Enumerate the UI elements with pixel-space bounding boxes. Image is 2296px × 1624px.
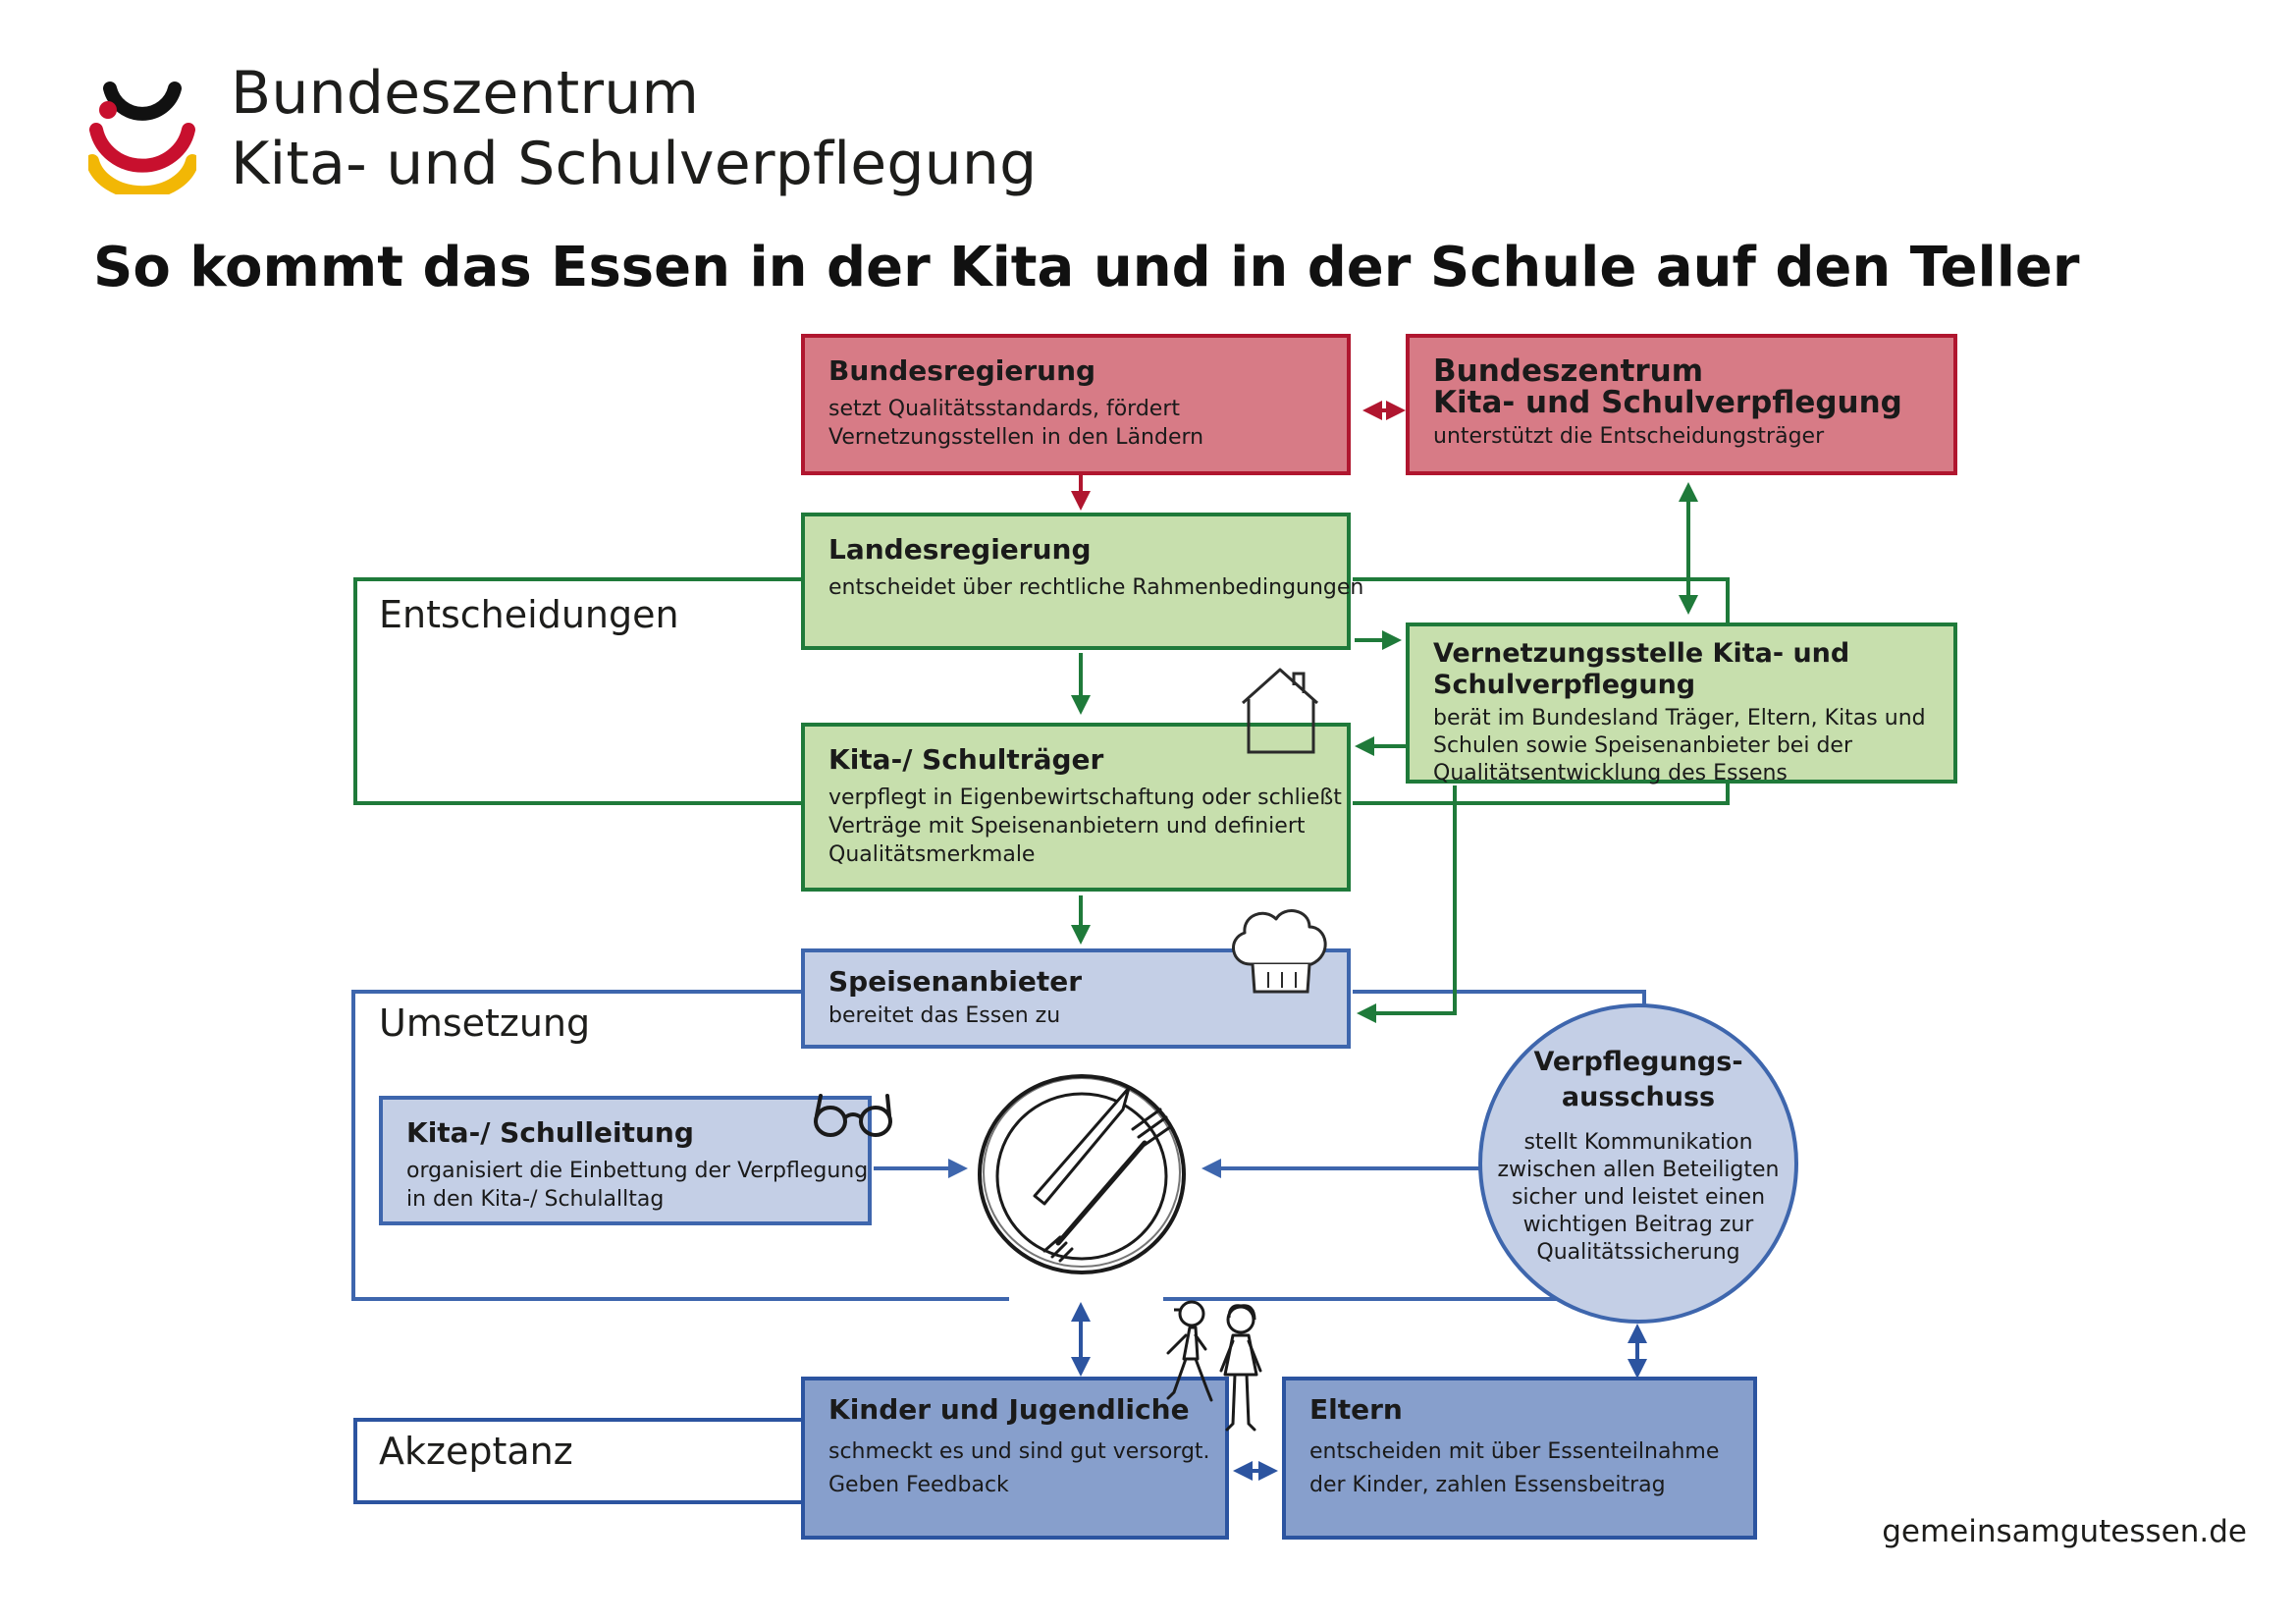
desc-line: sicher und leistet einen bbox=[1511, 1185, 1766, 1210]
box-schultraeger-title: Kita-/ Schulträger bbox=[828, 743, 1104, 776]
box-eltern-desc: entscheiden mit über Essenteilnahme der … bbox=[1309, 1435, 1730, 1502]
footer-url: gemeinsamgutessen.de bbox=[1882, 1514, 2247, 1549]
box-schultraeger: Kita-/ Schulträger verpflegt in Eigenbew… bbox=[801, 723, 1351, 892]
desc-line: Qualitätsmerkmale bbox=[828, 842, 1036, 867]
acceptance-frame bbox=[353, 1418, 803, 1504]
circle-desc: stellt Kommunikation zwischen allen Bete… bbox=[1482, 1129, 1794, 1267]
box-eltern: Eltern entscheiden mit über Essenteilnah… bbox=[1282, 1377, 1757, 1540]
section-label-acceptance: Akzeptanz bbox=[379, 1430, 573, 1473]
circle-title-2: ausschuss bbox=[1561, 1082, 1716, 1112]
box-landesregierung-desc: entscheidet über rechtliche Rahmenbeding… bbox=[828, 575, 1364, 600]
desc-line: zwischen allen Beteiligten bbox=[1497, 1158, 1780, 1182]
box-speisenanbieter-title: Speisenanbieter bbox=[828, 965, 1083, 998]
box-kinder-desc: schmeckt es und sind gut versorgt. Geben… bbox=[828, 1435, 1210, 1502]
circle-verpflegungsausschuss: Verpflegungs- ausschuss stellt Kommunika… bbox=[1478, 1003, 1798, 1324]
box-eltern-title: Eltern bbox=[1309, 1393, 1403, 1426]
desc-line: entscheiden mit über Essenteilnahme bbox=[1309, 1439, 1720, 1464]
box-kinder-jugendliche: Kinder und Jugendliche schmeckt es und s… bbox=[801, 1377, 1229, 1540]
circle-title-1: Verpflegungs- bbox=[1533, 1047, 1743, 1077]
box-schulleitung: Kita-/ Schulleitung organisiert die Einb… bbox=[379, 1096, 872, 1225]
box-vernetzungsstelle: Vernetzungsstelle Kita- und Schulverpfle… bbox=[1406, 623, 1957, 787]
box-schulleitung-desc: organisiert die Einbettung der Verpflegu… bbox=[406, 1157, 869, 1214]
desc-line: in den Kita-/ Schulalltag bbox=[406, 1187, 665, 1212]
desc-line: Schulen sowie Speisenanbieter bei der bbox=[1433, 733, 1852, 758]
plate-cutlery-icon bbox=[978, 1074, 1186, 1274]
desc-line: schmeckt es und sind gut versorgt. bbox=[828, 1439, 1210, 1464]
box-landesregierung: Landesregierung entscheidet über rechtli… bbox=[801, 513, 1364, 650]
box-speisenanbieter-desc: bereitet das Essen zu bbox=[828, 1003, 1061, 1028]
box-bundesregierung-desc: setzt Qualitätsstandards, fördert Vernet… bbox=[828, 395, 1323, 452]
desc-line: Verträge mit Speisenanbietern und defini… bbox=[828, 814, 1306, 839]
section-label-decisions: Entscheidungen bbox=[379, 593, 679, 636]
children-icon bbox=[1166, 1300, 1262, 1432]
desc-line: der Kinder, zahlen Essensbeitrag bbox=[1309, 1473, 1666, 1497]
desc-line: setzt Qualitätsstandards, fördert bbox=[828, 397, 1181, 421]
desc-line: stellt Kommunikation bbox=[1523, 1130, 1753, 1155]
box-vernetzungsstelle-desc: berät im Bundesland Träger, Eltern, Kita… bbox=[1433, 705, 1930, 787]
box-landesregierung-title: Landesregierung bbox=[828, 533, 1092, 566]
logo-mark bbox=[88, 81, 196, 194]
arrow-vernetzung-to-speisen bbox=[1357, 785, 1457, 1023]
desc-line: verpflegt in Eigenbewirtschaftung oder s… bbox=[828, 785, 1342, 810]
page-title: So kommt das Essen in der Kita und in de… bbox=[93, 236, 2080, 299]
decisions-frame bbox=[353, 577, 803, 805]
box-schulleitung-title: Kita-/ Schulleitung bbox=[406, 1116, 694, 1149]
box-speisenanbieter: Speisenanbieter bereitet das Essen zu bbox=[801, 948, 1351, 1049]
box-vernetzungsstelle-title-1: Vernetzungsstelle Kita- und bbox=[1433, 638, 1850, 669]
implementation-frame bbox=[351, 990, 1009, 1301]
desc-line: Vernetzungsstellen in den Ländern bbox=[828, 425, 1204, 450]
section-label-implementation: Umsetzung bbox=[379, 1001, 591, 1045]
glasses-icon bbox=[814, 1094, 892, 1137]
box-bundesregierung-title: Bundesregierung bbox=[828, 354, 1096, 387]
desc-line: Qualitätsentwicklung des Essens bbox=[1433, 761, 1788, 785]
house-icon bbox=[1241, 668, 1319, 754]
desc-line: berät im Bundesland Träger, Eltern, Kita… bbox=[1433, 706, 1926, 731]
brand-name-line1: Bundeszentrum bbox=[231, 59, 700, 128]
box-bundeszentrum-title-1: Bundeszentrum bbox=[1433, 353, 1704, 389]
box-bundeszentrum-desc: unterstützt die Entscheidungsträger bbox=[1433, 424, 1825, 449]
desc-line: wichtigen Beitrag zur bbox=[1522, 1213, 1754, 1237]
box-schultraeger-desc: verpflegt in Eigenbewirtschaftung oder s… bbox=[828, 784, 1342, 869]
box-kinder-title: Kinder und Jugendliche bbox=[828, 1393, 1190, 1426]
box-bundeszentrum: Bundeszentrum Kita- und Schulverpflegung… bbox=[1406, 334, 1957, 475]
brand-name-line2: Kita- und Schulverpflegung bbox=[231, 130, 1038, 198]
desc-line: Geben Feedback bbox=[828, 1473, 1009, 1497]
chef-hat-icon bbox=[1232, 909, 1327, 994]
box-bundeszentrum-title-2: Kita- und Schulverpflegung bbox=[1433, 385, 1902, 420]
desc-line: organisiert die Einbettung der Verpflegu… bbox=[406, 1159, 869, 1183]
box-vernetzungsstelle-title-2: Schulverpflegung bbox=[1433, 670, 1696, 700]
desc-line: Qualitätssicherung bbox=[1536, 1240, 1740, 1265]
box-bundesregierung: Bundesregierung setzt Qualitätsstandards… bbox=[801, 334, 1351, 475]
